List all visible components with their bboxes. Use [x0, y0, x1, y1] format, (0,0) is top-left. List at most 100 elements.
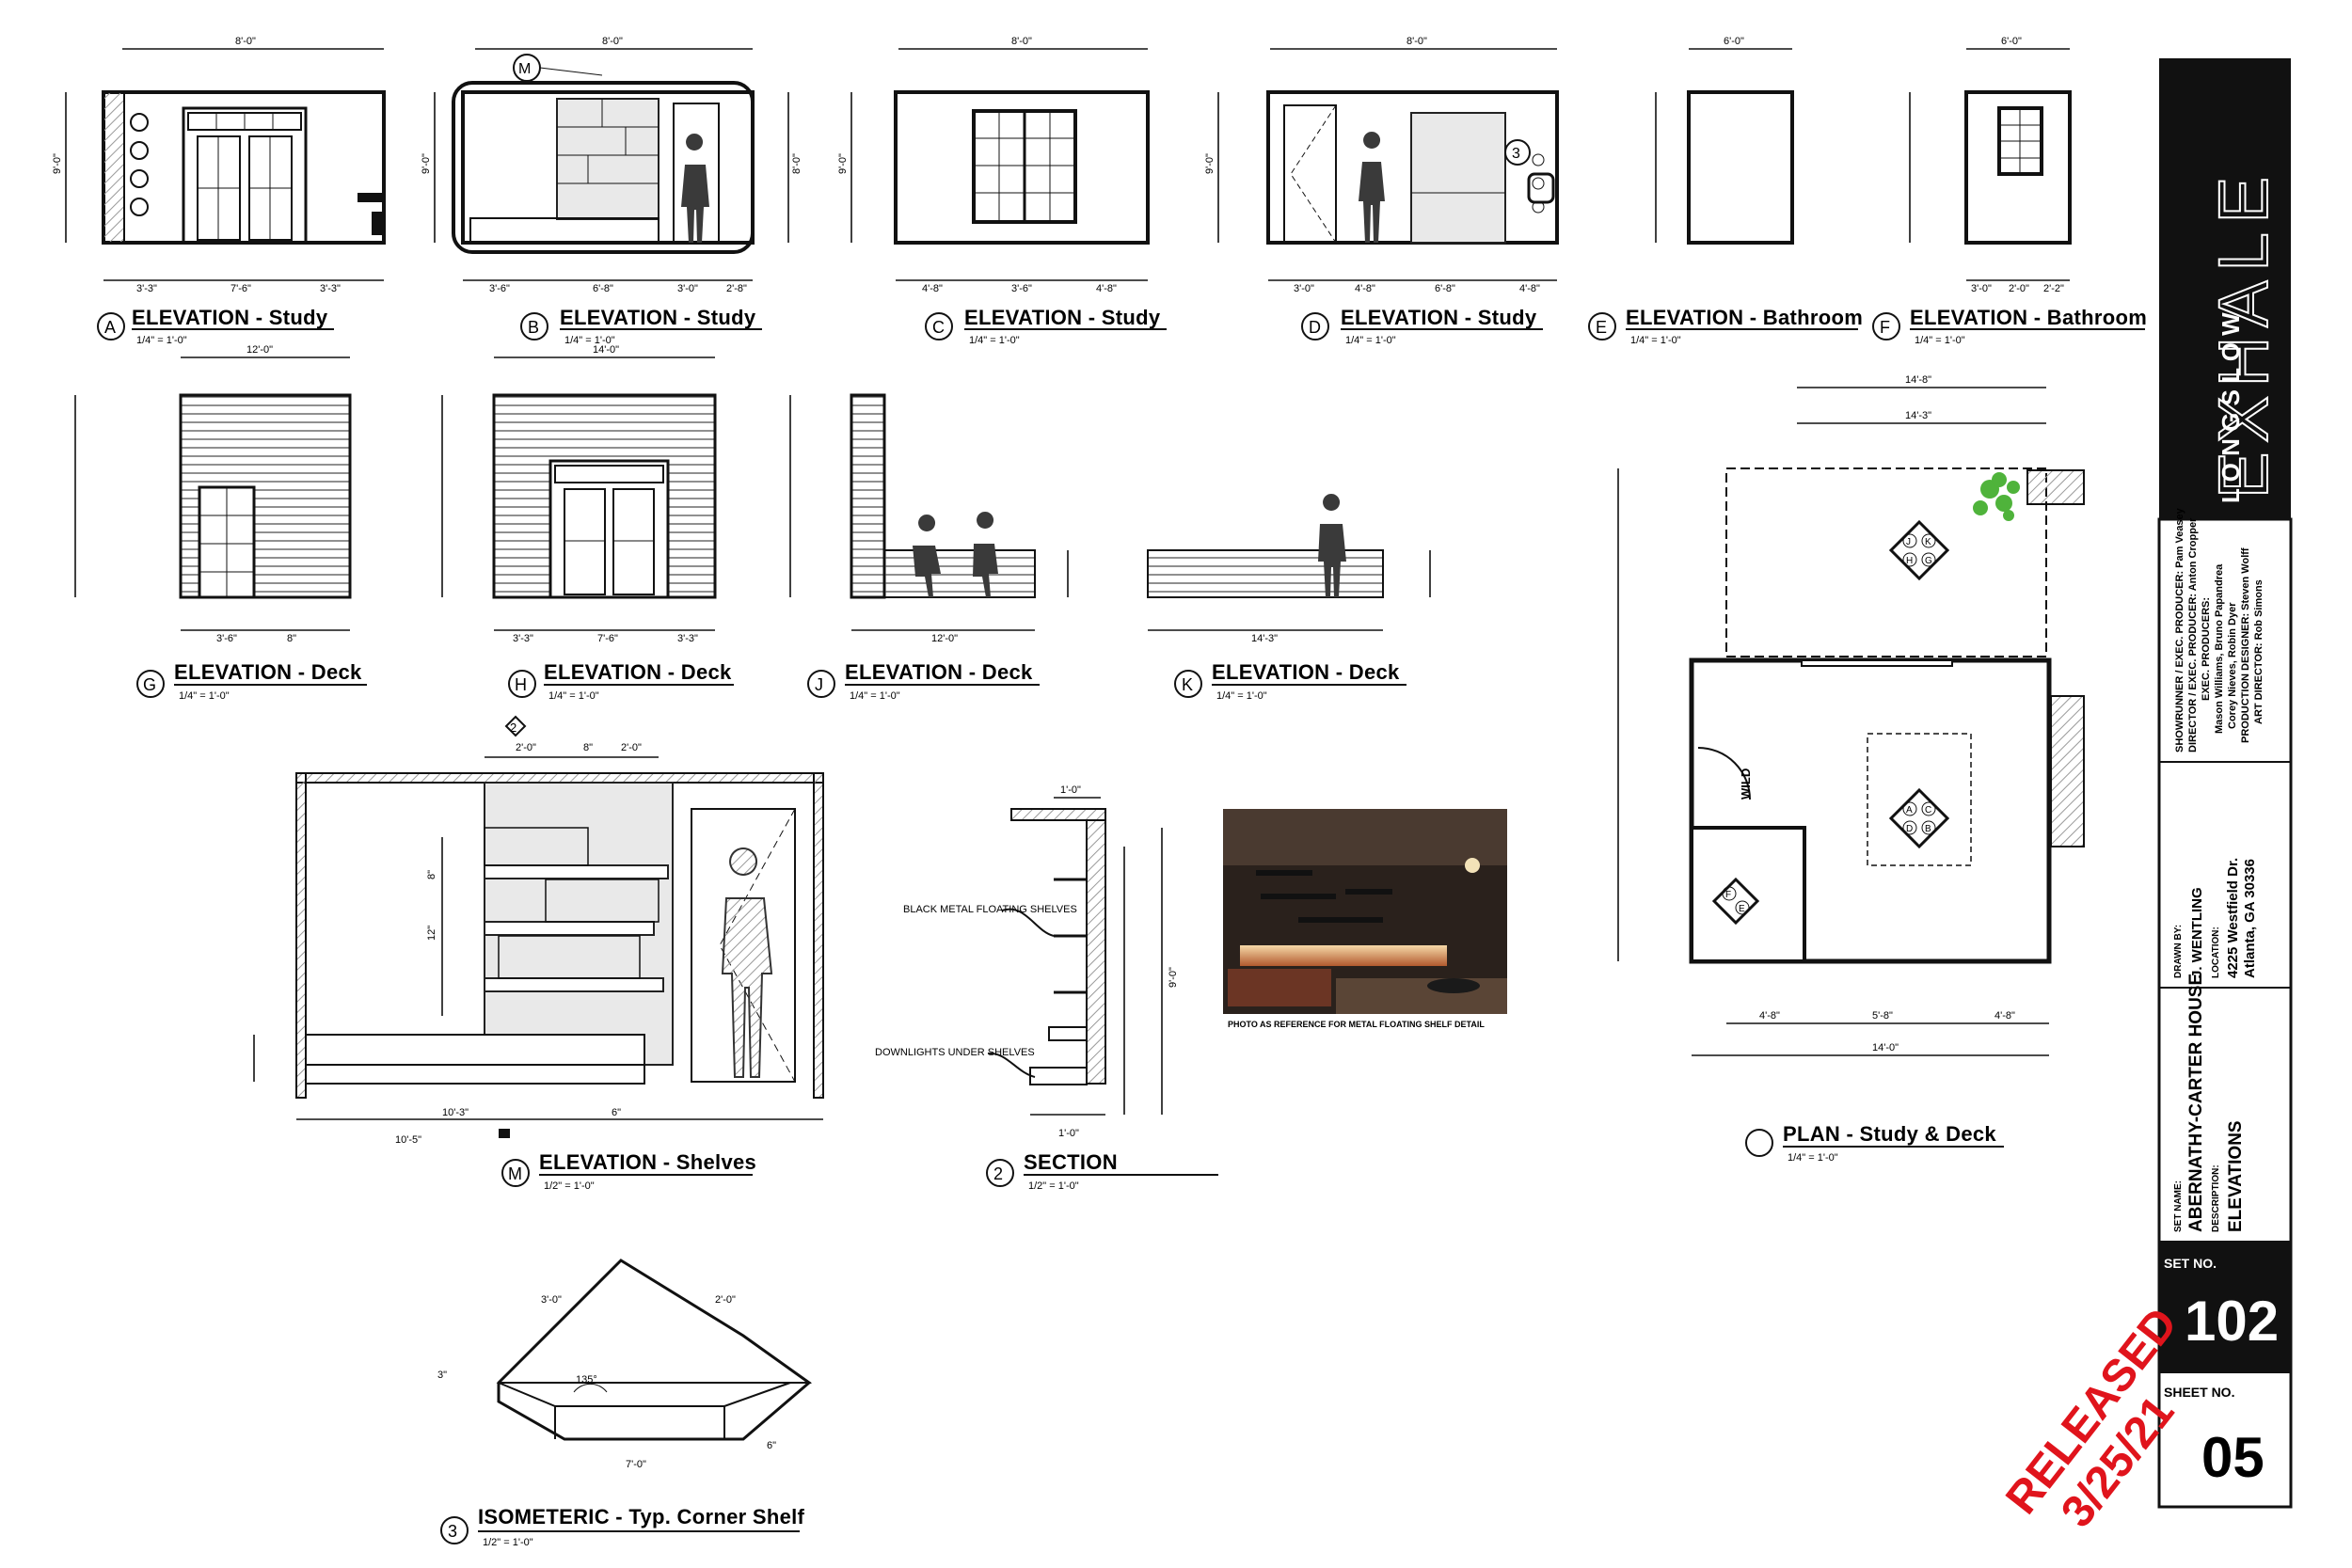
elevation-b: 8'-0" 9'-0" 8'-0" M 3'-6" 6'-8" 3'-0" 2'…	[421, 36, 803, 346]
view-g-letter: G	[143, 675, 156, 694]
marker-a: A	[1906, 805, 1913, 816]
view-a-title: ELEVATION - Study	[132, 306, 328, 329]
photo-caption: PHOTO AS REFERENCE FOR METAL FLOATING SH…	[1228, 1020, 1485, 1029]
view-b-title: ELEVATION - Study	[560, 306, 756, 329]
elevation-h: 14'-0" 3'-3" 7'-6" 3'-3" H ELEVATION - D…	[441, 344, 734, 702]
marker-j: J	[1906, 537, 1911, 547]
dim-m-top3: 2'-0"	[621, 742, 642, 753]
view-f-title: ELEVATION - Bathroom	[1910, 306, 2147, 329]
callout-3: 3	[1512, 146, 1520, 162]
dim-iso-2: 2'-0"	[715, 1294, 736, 1306]
marker-f: F	[1725, 890, 1731, 900]
isometric-3: 135° 3'-0" 2'-0" 3" 7'-0" 6" 3 ISOMETERI…	[437, 1259, 813, 1548]
credit-7: ART DIRECTOR: Rob Simons	[2253, 579, 2265, 724]
credit-6: PRODUCTION DESIGNER: Steven Wolff	[2240, 547, 2251, 743]
elevation-m: 2 2'-0" 8" 2'-0" 8" 12" 10'-3" 6" 10'-5"…	[253, 715, 824, 1192]
dim-h-width: 14'-0"	[593, 344, 619, 356]
dim-h-2: 7'-6"	[597, 633, 618, 644]
dim-s2-top: 1'-0"	[1060, 784, 1081, 796]
set-name-label: SET NAME:	[2173, 1180, 2184, 1232]
elevation-d: 8'-0" 9'-0" 3 3'-0" 4'-8" 6'-8" 4'-8" D …	[1204, 36, 1559, 346]
sheet-no: 05	[2201, 1426, 2265, 1489]
view-e-scale: 1/4" = 1'-0"	[1630, 335, 1681, 346]
dim-j-width: 12'-0"	[931, 633, 958, 644]
dim-b-width: 8'-0"	[602, 36, 623, 47]
elevation-e: 6'-0" E ELEVATION - Bathroom 1/4" = 1'-0…	[1588, 36, 1863, 346]
view-d-scale: 1/4" = 1'-0"	[1345, 335, 1396, 346]
section-2: 1'-0" 9'-0" BLACK METAL FLOATING SHELVES…	[875, 784, 1218, 1192]
dim-iso-5: 6"	[767, 1440, 776, 1451]
label-wild: WILD	[1739, 768, 1753, 800]
sheet-no-label: SHEET NO.	[2164, 1385, 2234, 1400]
dim-iso-3: 3"	[437, 1370, 447, 1381]
view-s3-letter: 3	[448, 1522, 457, 1541]
elevation-c: 8'-0" 9'-0" 4'-8" 3'-6" 4'-8" C ELEVATIO…	[837, 36, 1167, 346]
dim-m-l1: 8"	[426, 870, 437, 879]
credits: SHOWRUNNER / EXEC. PRODUCER: Pam Veasey …	[2174, 507, 2265, 752]
view-k-title: ELEVATION - Deck	[1212, 660, 1400, 684]
dim-iso-angle: 135°	[576, 1374, 597, 1386]
view-s3-scale: 1/2" = 1'-0"	[483, 1537, 533, 1548]
dim-a-width: 8'-0"	[235, 36, 256, 47]
view-m-title: ELEVATION - Shelves	[539, 1150, 756, 1174]
view-j-scale: 1/4" = 1'-0"	[850, 690, 900, 702]
dim-s2-height: 9'-0"	[1168, 967, 1179, 988]
marker-e: E	[1739, 904, 1745, 914]
marker-bath: F E	[1711, 877, 1760, 926]
dim-d-1: 3'-0"	[1294, 283, 1314, 294]
note-black-metal: BLACK METAL FLOATING SHELVES	[903, 904, 1077, 915]
dim-d-height: 9'-0"	[1204, 153, 1216, 174]
view-g-title: ELEVATION - Deck	[174, 660, 362, 684]
dim-plan-top1: 14'-8"	[1905, 374, 1931, 386]
view-m-letter: M	[508, 1164, 522, 1183]
dim-m-l2: 12"	[426, 926, 437, 941]
dim-plan-b2: 5'-8"	[1872, 1010, 1893, 1022]
view-d-letter: D	[1309, 318, 1321, 337]
dim-plan-b4: 14'-0"	[1872, 1042, 1899, 1053]
callout-2-top: 2	[510, 721, 516, 735]
dim-f-1: 3'-0"	[1971, 283, 1992, 294]
view-j-title: ELEVATION - Deck	[845, 660, 1033, 684]
view-s2-scale: 1/2" = 1'-0"	[1028, 1180, 1079, 1192]
dim-d-width: 8'-0"	[1406, 36, 1427, 47]
dim-e-width: 6'-0"	[1724, 36, 1744, 47]
dim-b-height2: 8'-0"	[791, 153, 803, 174]
drawn-by: J. WENTLING	[2189, 887, 2205, 978]
dim-iso-1: 3'-0"	[541, 1294, 562, 1306]
credit-2: DIRECTOR / EXEC. PRODUCER: Anton Cropper	[2187, 517, 2199, 752]
set-name: ABERNATHY-CARTER HOUSE	[2186, 974, 2206, 1232]
dim-b-height: 9'-0"	[421, 153, 432, 174]
dim-f-3: 2'-2"	[2043, 283, 2064, 294]
view-m-scale: 1/2" = 1'-0"	[544, 1180, 595, 1192]
reference-photo: PHOTO AS REFERENCE FOR METAL FLOATING SH…	[1223, 809, 1507, 1029]
view-d-title: ELEVATION - Study	[1341, 306, 1537, 329]
dim-f-width: 6'-0"	[2001, 36, 2022, 47]
view-a-scale: 1/4" = 1'-0"	[136, 335, 187, 346]
view-f-letter: F	[1880, 318, 1890, 337]
dim-m-bottom2: 6"	[612, 1107, 621, 1118]
marker-study: A B D C	[1888, 787, 1950, 849]
view-k-letter: K	[1182, 675, 1193, 694]
view-s3-title: ISOMETERIC - Typ. Corner Shelf	[478, 1505, 805, 1528]
elevation-k: 14'-3" K ELEVATION - Deck 1/4" = 1'-0"	[1147, 494, 1431, 702]
elevation-j: 12'-0" J ELEVATION - Deck 1/4" = 1'-0"	[789, 393, 1069, 702]
credit-5: Corey Nieves, Robin Dyer	[2227, 602, 2238, 729]
dim-b-3: 3'-0"	[677, 283, 698, 294]
callout-m: M	[518, 61, 531, 77]
dim-m-top1: 2'-0"	[516, 742, 536, 753]
dim-c-2: 3'-6"	[1011, 283, 1032, 294]
location-line1: 4225 Westfield Dr.	[2225, 858, 2241, 978]
credit-3: EXEC. PRODUCERS:	[2201, 597, 2212, 701]
view-c-letter: C	[932, 318, 945, 337]
marker-g: G	[1925, 556, 1932, 566]
dim-plan-b1: 4'-8"	[1759, 1010, 1780, 1022]
dim-m-bottom: 10'-3"	[442, 1107, 469, 1118]
description-label: DESCRIPTION:	[2211, 1164, 2221, 1232]
dim-m-top2: 8"	[583, 742, 593, 753]
credit-1: SHOWRUNNER / EXEC. PRODUCER: Pam Veasey	[2174, 507, 2185, 752]
view-e-letter: E	[1596, 318, 1607, 337]
dim-d-2: 4'-8"	[1355, 283, 1375, 294]
view-s2-title: SECTION	[1024, 1150, 1118, 1174]
description: ELEVATIONS	[2226, 1120, 2246, 1232]
dim-b-1: 3'-6"	[489, 283, 510, 294]
